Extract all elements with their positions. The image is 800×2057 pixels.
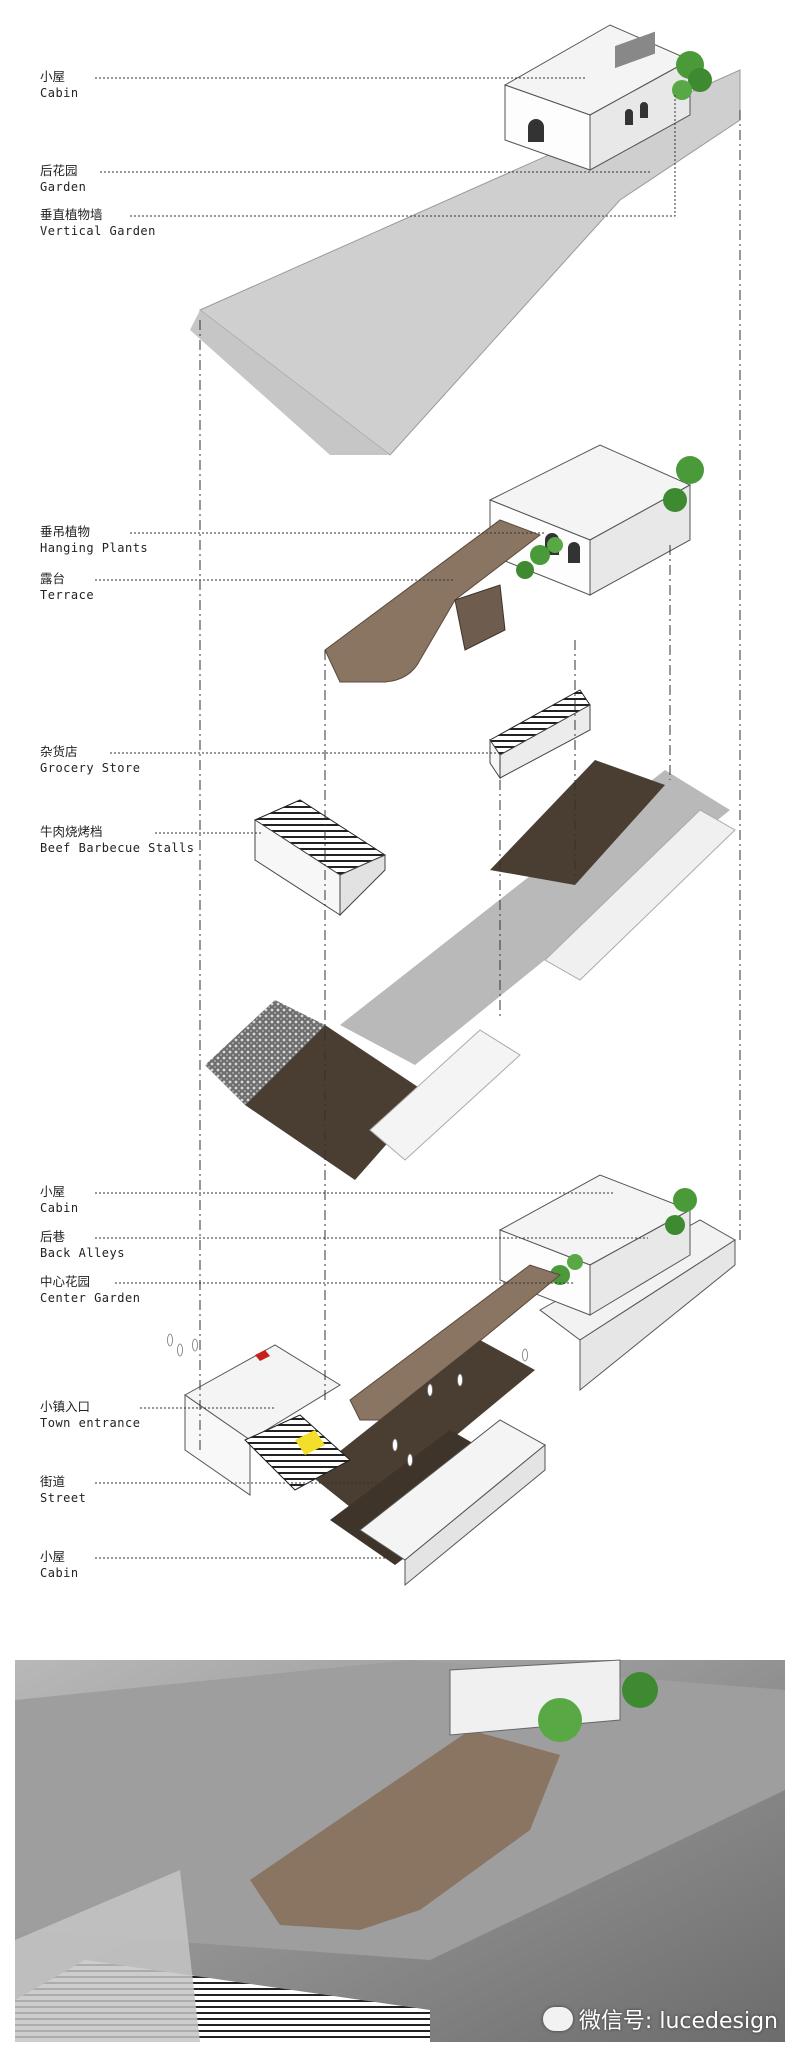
leader-lines [95,77,676,1559]
label-terrace-zh: 露台 [40,571,66,586]
label-back-alleys: 后巷 Back Alleys [40,1228,125,1262]
label-cabin-mid: 小屋 Cabin [40,1183,79,1217]
photo-terrace [250,1730,560,1930]
wechat-icon [542,2007,573,2031]
label-street-zh: 街道 [40,1474,66,1489]
label-cabin-mid-zh: 小屋 [40,1184,66,1199]
label-town-entrance-zh: 小镇入口 [40,1399,91,1414]
label-town-entrance: 小镇入口 Town entrance [40,1398,140,1432]
label-vertical-garden-zh: 垂直植物墙 [40,207,103,222]
dashed-connectors [199,110,741,1450]
label-beef-bbq-zh: 牛肉烧烤档 [40,824,103,839]
label-terrace: 露台 Terrace [40,570,94,604]
label-center-garden-en: Center Garden [40,1291,141,1305]
label-back-alleys-zh: 后巷 [40,1229,66,1244]
watermark: 微信号: lucedesign [542,2003,778,2035]
label-cabin-top-zh: 小屋 [40,69,66,84]
label-center-garden: 中心花园 Center Garden [40,1273,140,1307]
label-hanging-plants-en: Hanging Plants [40,541,149,555]
label-garden: 后花园 Garden [40,162,86,196]
label-cabin-bottom-en: Cabin [40,1566,79,1580]
label-cabin-top-en: Cabin [40,86,79,100]
label-cabin-mid-en: Cabin [40,1201,79,1215]
grocery-store-box [489,689,591,780]
dark-ground-upper [490,760,665,885]
label-garden-zh: 后花园 [40,163,78,178]
label-terrace-en: Terrace [40,588,95,602]
terrace-deck [324,519,542,683]
cabin-top [503,24,692,171]
beef-bbq-stall-box [253,799,387,917]
street-assembled [310,1340,535,1515]
layer-ground [205,689,736,1180]
concrete-plaza [340,770,730,1065]
layer-assembled [167,1174,736,1587]
label-center-garden-zh: 中心花园 [40,1274,91,1289]
people-figures [167,1333,528,1467]
town-entrance-building [184,1344,351,1496]
label-cabin-bottom-zh: 小屋 [40,1549,66,1564]
white-walkway-right [544,809,736,981]
gray-slab-top-step [190,310,390,455]
hatched-paving [205,1000,325,1105]
label-grocery-store-en: Grocery Store [40,761,141,775]
watermark-text: 微信号: lucedesign [578,2009,778,2034]
layer-terrace [324,444,704,683]
label-street-en: Street [40,1491,87,1505]
label-grocery-store-zh: 杂货店 [40,744,78,759]
label-grocery-store: 杂货店 Grocery Store [40,743,140,777]
label-garden-en: Garden [40,180,87,194]
label-hanging-plants-zh: 垂吊植物 [40,524,91,539]
terrace-stairs [454,584,506,651]
label-cabin-bottom: 小屋 Cabin [40,1548,79,1582]
layer-top [190,24,741,456]
label-beef-bbq: 牛肉烧烤档 Beef Barbecue Stalls [40,823,195,857]
label-town-entrance-en: Town entrance [40,1416,141,1430]
label-hanging-plants: 垂吊植物 Hanging Plants [40,523,148,557]
label-vertical-garden-en: Vertical Garden [40,224,156,238]
label-beef-bbq-en: Beef Barbecue Stalls [40,841,195,855]
label-street: 街道 Street [40,1473,86,1507]
label-vertical-garden: 垂直植物墙 Vertical Garden [40,206,156,240]
rendered-photo [15,1659,785,2042]
label-back-alleys-en: Back Alleys [40,1246,125,1260]
label-cabin-top: 小屋 Cabin [40,68,79,102]
car-red [255,1350,270,1361]
white-walkway-left [369,1029,521,1161]
hanging-plants-mid [516,456,704,579]
vertical-garden-plant-top [672,51,712,100]
